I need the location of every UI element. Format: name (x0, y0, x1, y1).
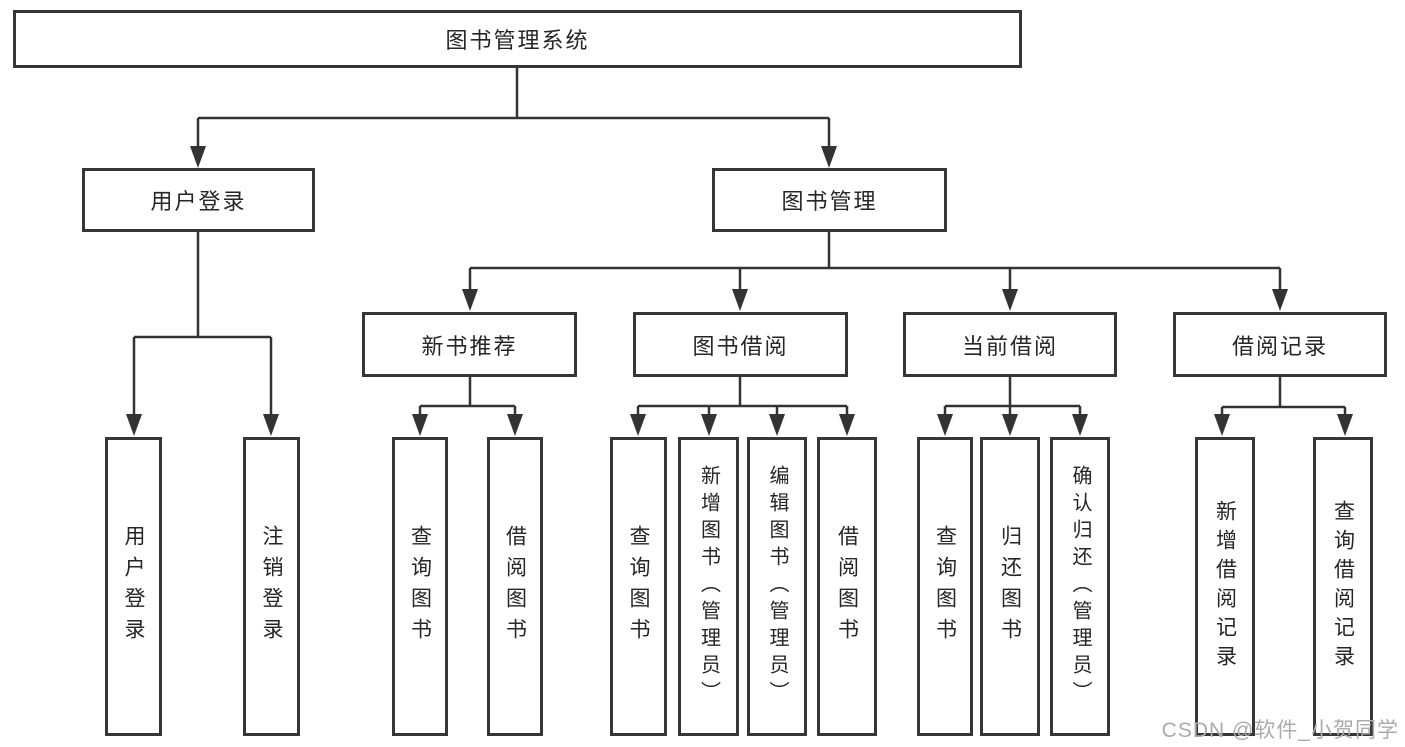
node-label: 新增借阅记录 (1213, 499, 1237, 674)
leaf-query-books-current: 查询图书 (917, 437, 973, 736)
csdn-watermark: CSDN @软件_小贺同学 (1161, 719, 1399, 742)
node-label: 图书管理 (781, 189, 878, 214)
node-system-root: 图书管理系统 (13, 10, 1022, 68)
node-label: 查询借阅记录 (1331, 499, 1355, 674)
leaf-confirm-return-admin: 确认归还（管理员） (1050, 437, 1110, 736)
leaf-borrow-books: 借阅图书 (817, 437, 877, 736)
leaf-borrow-books-recommend: 借阅图书 (487, 437, 543, 736)
node-label: 借阅图书 (503, 524, 527, 649)
node-label: 查询图书 (627, 524, 650, 649)
leaf-user-login: 用户登录 (105, 437, 162, 736)
node-label: 编辑图书（管理员） (766, 465, 788, 708)
node-label: 新书推荐 (421, 333, 518, 359)
node-label: 图书借阅 (692, 333, 789, 359)
node-label: 新增图书（管理员） (697, 465, 720, 708)
node-label: 用户登录 (122, 524, 145, 649)
leaf-add-borrow-record: 新增借阅记录 (1195, 437, 1255, 736)
node-label: 查询图书 (408, 524, 432, 649)
edge-book-mgmt-group (468, 232, 1282, 291)
edge-root-to-level2 (196, 68, 831, 148)
edge-current-borrow-group (943, 377, 1082, 416)
leaf-edit-books-admin: 编辑图书（管理员） (747, 437, 807, 736)
node-label: 图书管理系统 (445, 28, 590, 53)
node-user-login: 用户登录 (82, 168, 315, 232)
node-label: 注销登录 (260, 524, 283, 649)
leaf-query-books-recommend: 查询图书 (392, 437, 448, 736)
edge-new-books-group (418, 377, 517, 416)
leaf-query-borrow-record: 查询借阅记录 (1313, 437, 1373, 736)
node-book-management: 图书管理 (712, 168, 947, 232)
node-current-borrowing: 当前借阅 (903, 312, 1117, 377)
node-label: 查询图书 (933, 524, 957, 649)
node-book-borrowing: 图书借阅 (633, 312, 848, 377)
node-label: 当前借阅 (961, 333, 1058, 359)
node-new-book-recommend: 新书推荐 (362, 312, 577, 377)
leaf-add-books-admin: 新增图书（管理员） (678, 437, 739, 736)
node-label: 用户登录 (150, 189, 247, 214)
node-label: 借阅记录 (1231, 333, 1328, 359)
edge-records-group (1220, 377, 1347, 416)
edge-book-borrow-group (636, 377, 849, 416)
leaf-logout: 注销登录 (243, 437, 300, 736)
leaf-return-books: 归还图书 (980, 437, 1040, 736)
node-borrow-records: 借阅记录 (1173, 312, 1387, 377)
leaf-query-books-borrowing: 查询图书 (610, 437, 667, 736)
node-label: 确认归还（管理员） (1069, 465, 1091, 708)
node-label: 借阅图书 (835, 524, 859, 649)
node-label: 归还图书 (998, 524, 1022, 649)
edge-user-login-group (132, 232, 273, 416)
